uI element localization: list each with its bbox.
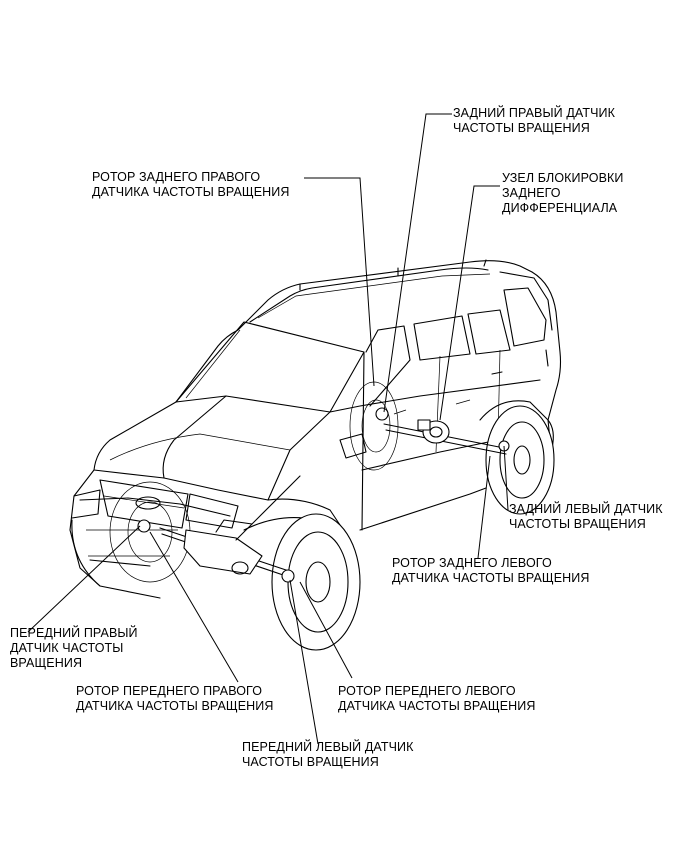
- wheels: [109, 381, 555, 651]
- label-rear-left-sensor: ЗАДНИЙ ЛЕВЫЙ ДАТЧИК ЧАСТОТЫ ВРАЩЕНИЯ: [509, 502, 663, 531]
- label-front-left-rotor: РОТОР ПЕРЕДНЕГО ЛЕВОГО ДАТЧИКА ЧАСТОТЫ В…: [338, 684, 536, 713]
- label-front-right-sensor: ПЕРЕДНИЙ ПРАВЫЙ ДАТЧИК ЧАСТОТЫ ВРАЩЕНИЯ: [10, 626, 138, 670]
- leader-lines: [27, 113, 509, 745]
- label-front-right-rotor: РОТОР ПЕРЕДНЕГО ПРАВОГО ДАТЧИКА ЧАСТОТЫ …: [76, 684, 274, 713]
- drivetrain: [137, 407, 510, 583]
- label-rear-diff-lock: УЗЕЛ БЛОКИРОВКИ ЗАДНЕГО ДИФФЕРЕНЦИАЛА: [502, 171, 624, 215]
- label-rear-right-sensor: ЗАДНИЙ ПРАВЫЙ ДАТЧИК ЧАСТОТЫ ВРАЩЕНИЯ: [453, 106, 615, 135]
- vehicle-illustration: [69, 259, 562, 599]
- label-rear-left-rotor: РОТОР ЗАДНЕГО ЛЕВОГО ДАТЧИКА ЧАСТОТЫ ВРА…: [392, 556, 590, 585]
- label-rear-right-rotor: РОТОР ЗАДНЕГО ПРАВОГО ДАТЧИКА ЧАСТОТЫ ВР…: [92, 170, 290, 199]
- label-front-left-sensor: ПЕРЕДНИЙ ЛЕВЫЙ ДАТЧИК ЧАСТОТЫ ВРАЩЕНИЯ: [242, 740, 414, 769]
